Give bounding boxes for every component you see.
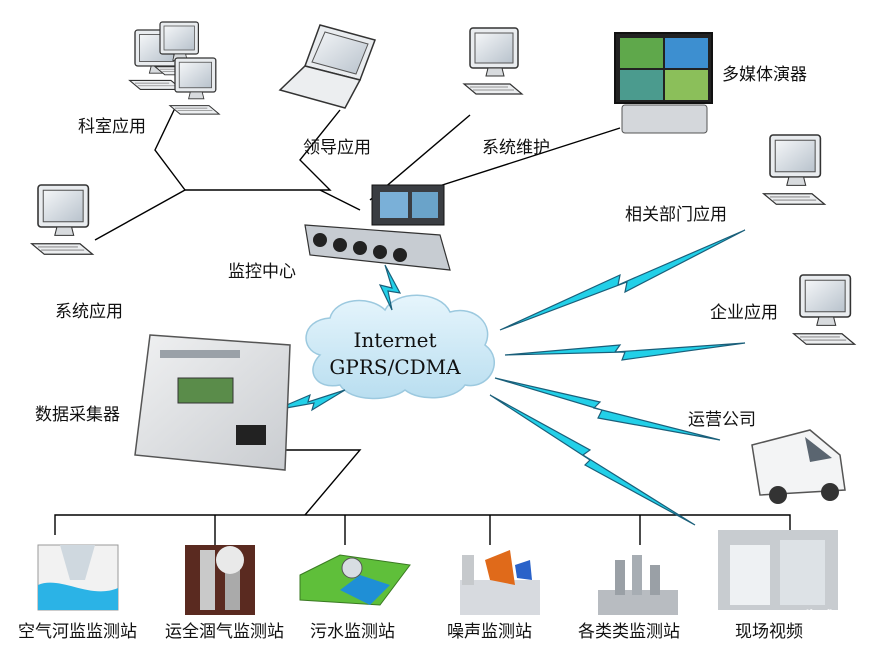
bolt-to-collector [274, 389, 346, 412]
label-xiangguan: 相关部门应用 [625, 205, 727, 225]
bolt-to-qiye [504, 342, 746, 361]
label-lingdao: 领导应用 [303, 138, 371, 158]
label-jiankong: 监控中心 [228, 262, 296, 282]
van-icon [751, 429, 846, 504]
pc-icon-qiye [792, 274, 856, 346]
label-keshi: 科室应用 [78, 117, 146, 137]
label-caiji: 数据采集器 [35, 405, 120, 425]
station-icon-various [598, 555, 678, 615]
watermark: ...生成 [785, 608, 836, 627]
pc-icon-weihu [463, 27, 523, 95]
station-icon-gas [185, 545, 255, 615]
bolt-to-dept [499, 229, 746, 331]
pc-icon-xiangguan [762, 134, 826, 206]
internet-cloud [305, 294, 495, 400]
station-label-5: 现场视频 [735, 622, 803, 642]
label-yunying: 运营公司 [688, 410, 756, 430]
bolt-to-control [378, 264, 402, 311]
wireless-links [274, 229, 746, 526]
station-label-0: 空气河监监测站 [18, 622, 137, 642]
pc-icon-xitong [30, 184, 94, 256]
pc-icon-keshi-3 [169, 57, 220, 115]
station-icon-video [718, 530, 838, 610]
label-qiye: 企业应用 [710, 303, 778, 323]
station-icon-water [299, 554, 411, 606]
data-collector-icon [134, 334, 291, 471]
bolt-to-site [489, 394, 696, 526]
label-xitong: 系统应用 [55, 302, 123, 322]
video-wall-icon [614, 32, 713, 134]
station-label-4: 各类类监测站 [578, 622, 680, 642]
cloud-line-1: Internet [353, 328, 437, 352]
station-label-3: 噪声监测站 [447, 622, 532, 642]
control-room-icon [304, 184, 451, 271]
cloud-line-2: GPRS/CDMA [329, 355, 461, 379]
station-label-2: 污水监测站 [310, 622, 395, 642]
laptop-icon [278, 24, 376, 109]
label-duomeiti: 多媒体演器 [722, 65, 807, 85]
bolt-to-yunying [494, 377, 721, 441]
station-label-1: 运全涸气监测站 [165, 622, 284, 642]
label-weihu: 系统维护 [482, 138, 550, 158]
station-icon-noise [460, 550, 540, 615]
station-icon-air [37, 544, 119, 611]
